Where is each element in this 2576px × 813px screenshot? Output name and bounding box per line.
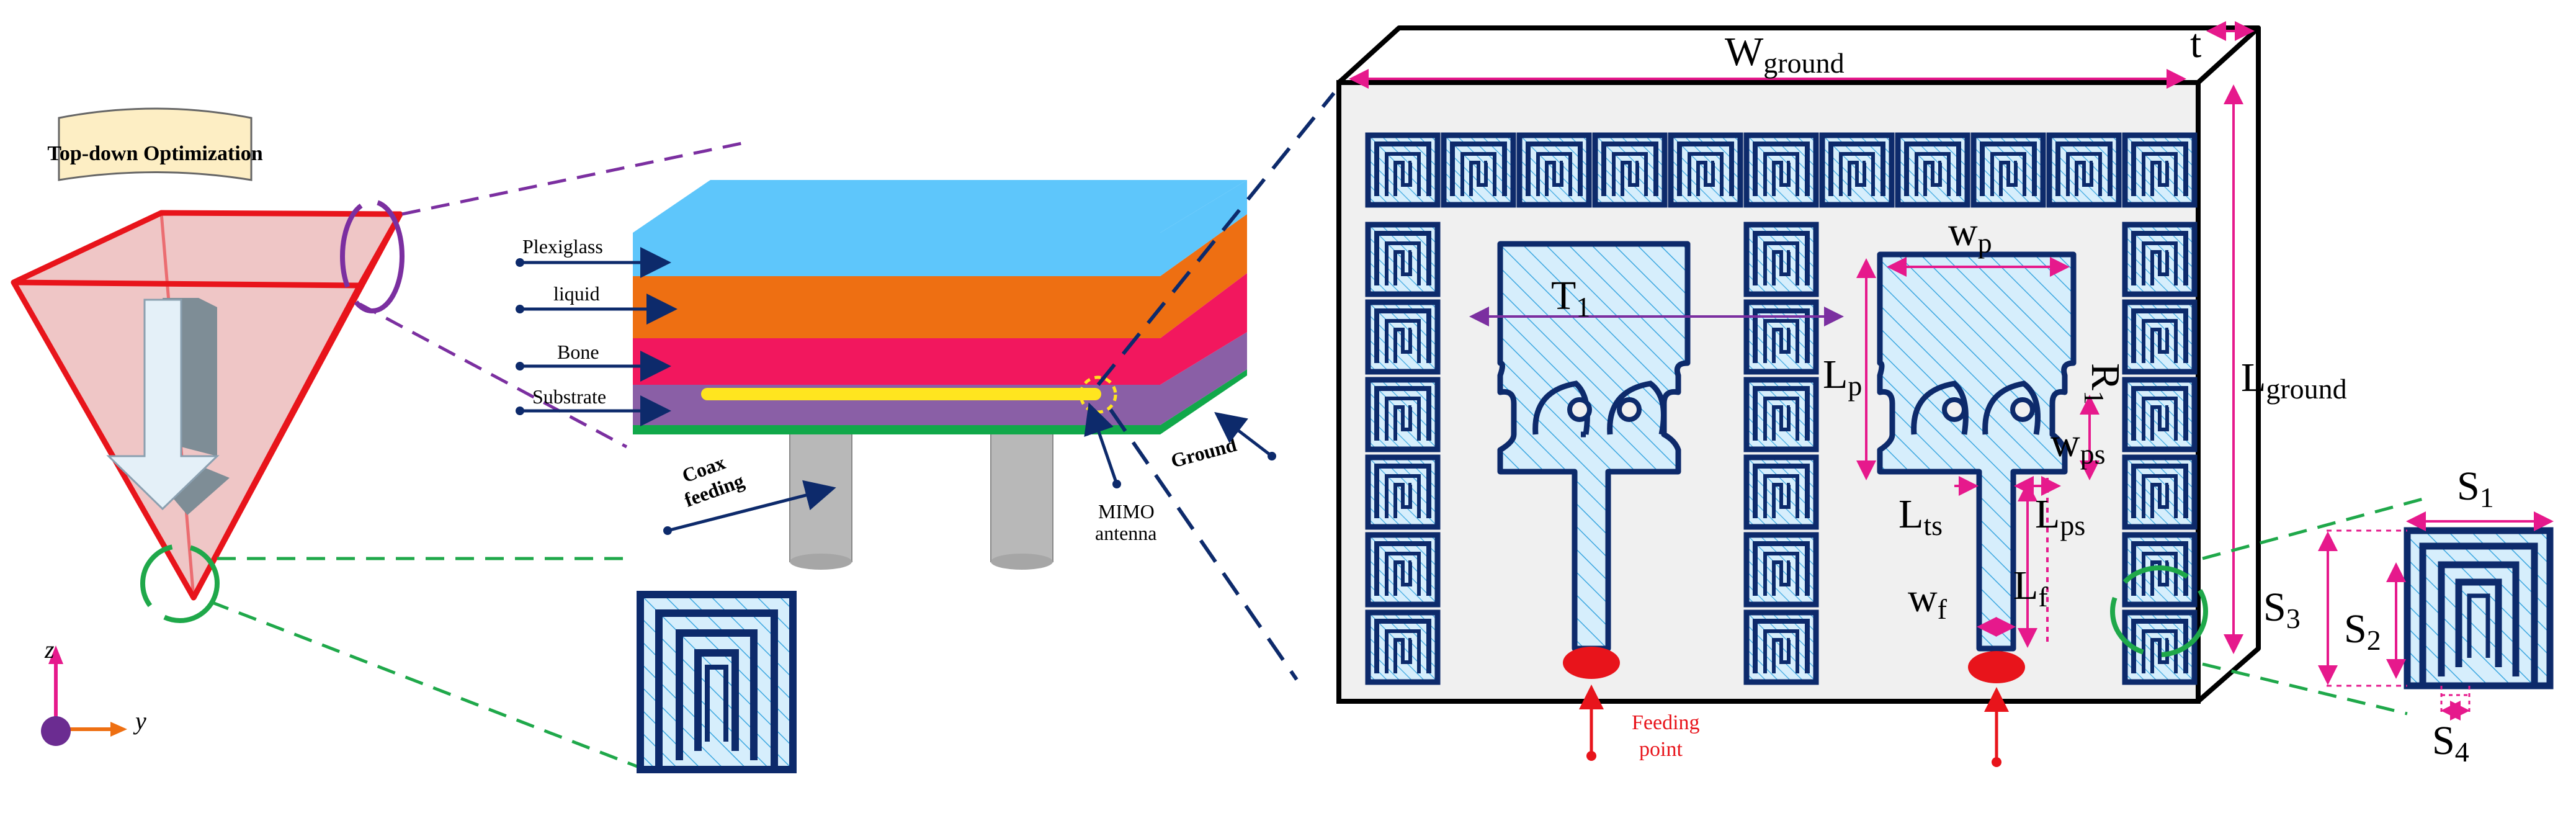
dimension-lines xyxy=(1349,21,2255,654)
label-s4: S4 xyxy=(2432,718,2469,768)
label-lf: Lf xyxy=(2013,563,2048,613)
axis-z-label: z xyxy=(44,636,55,663)
label-s2: S2 xyxy=(2344,606,2381,656)
cell-row-top xyxy=(1368,135,2194,205)
feeding-point-line2: point xyxy=(1639,738,1683,761)
label-bone: Bone xyxy=(557,341,599,363)
label-wf: wf xyxy=(1908,575,1948,625)
unit-cell-zoom xyxy=(637,591,797,773)
label-coax-feeding: Coax feeding xyxy=(679,451,746,511)
label-mimo: MIMO xyxy=(1098,500,1155,523)
top-down-banner: Top-down Optimization xyxy=(47,107,263,181)
label-lps: Lps xyxy=(2035,492,2085,541)
label-liquid: liquid xyxy=(553,282,600,305)
feeding-point-line1: Feeding xyxy=(1632,711,1700,734)
label-l-ground: Lground xyxy=(2241,355,2347,405)
label-ground: Ground xyxy=(1168,433,1239,472)
patch-right xyxy=(1877,251,2077,652)
label-lts: Lts xyxy=(1898,492,1943,541)
label-wp: wp xyxy=(1948,209,1992,259)
cell-detail: S1 S2 S4 xyxy=(2318,464,2554,768)
feeding-arrows: Feeding point xyxy=(1579,685,2009,767)
down-arrow-icon xyxy=(106,298,230,515)
label-w-ground: Wground xyxy=(1725,29,1845,79)
label-lp: Lp xyxy=(1823,352,1862,402)
layered-structure xyxy=(633,180,1247,570)
patch-left xyxy=(1497,241,1691,652)
axis-y-label: y xyxy=(133,707,146,735)
banner-text: Top-down Optimization xyxy=(47,142,262,165)
label-t1: T1 xyxy=(1551,273,1590,323)
label-r1: R1 xyxy=(2078,363,2128,405)
label-s3: S3 xyxy=(2263,585,2301,634)
pyramid xyxy=(11,199,405,623)
label-substrate: Substrate xyxy=(532,385,606,408)
axis-indicator: z y xyxy=(41,636,146,746)
label-plexiglass: Plexiglass xyxy=(522,235,603,258)
dimension-labels: Wground t Lground T1 wp Lp R1 wps Lts Lp… xyxy=(1551,21,2347,634)
label-antenna: antenna xyxy=(1095,522,1157,544)
label-s1: S1 xyxy=(2457,464,2494,513)
label-t: t xyxy=(2190,21,2201,66)
label-wps: wps xyxy=(2051,420,2106,470)
